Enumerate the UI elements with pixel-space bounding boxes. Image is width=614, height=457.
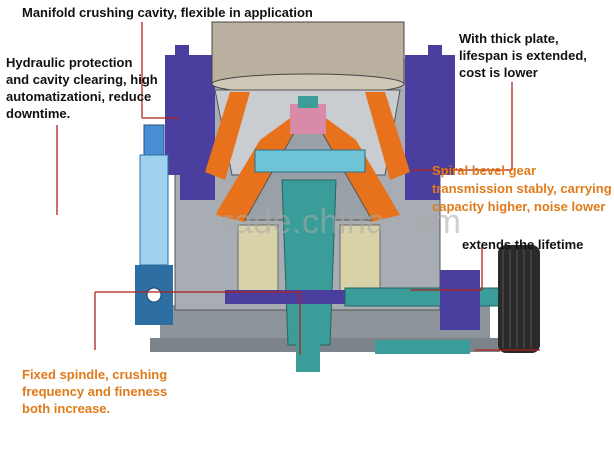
frame-left xyxy=(165,55,215,200)
label-manifold-cavity: Manifold crushing cavity, flexible in ap… xyxy=(22,4,313,21)
label-extends-lifetime: extends the lifetime xyxy=(462,236,583,253)
label-spiral-bevel-gear-3: capacity higher, noise lower xyxy=(432,198,605,215)
label-spiral-bevel-gear-2: transmission stably, carrying xyxy=(432,180,612,197)
label-fixed-spindle: Fixed spindle, crushing frequency and fi… xyxy=(22,366,167,417)
label-spiral-bevel-gear-1: Spiral bevel gear xyxy=(432,162,536,179)
label-hydraulic-protection: Hydraulic protection and cavity clearing… xyxy=(6,54,158,122)
label-thick-plate: With thick plate, lifespan is extended, … xyxy=(459,30,587,81)
bevel-gear xyxy=(255,150,365,172)
watermark: trade.china.com xyxy=(212,203,461,242)
hydraulic-cylinder xyxy=(135,125,173,325)
pulley xyxy=(498,245,540,353)
